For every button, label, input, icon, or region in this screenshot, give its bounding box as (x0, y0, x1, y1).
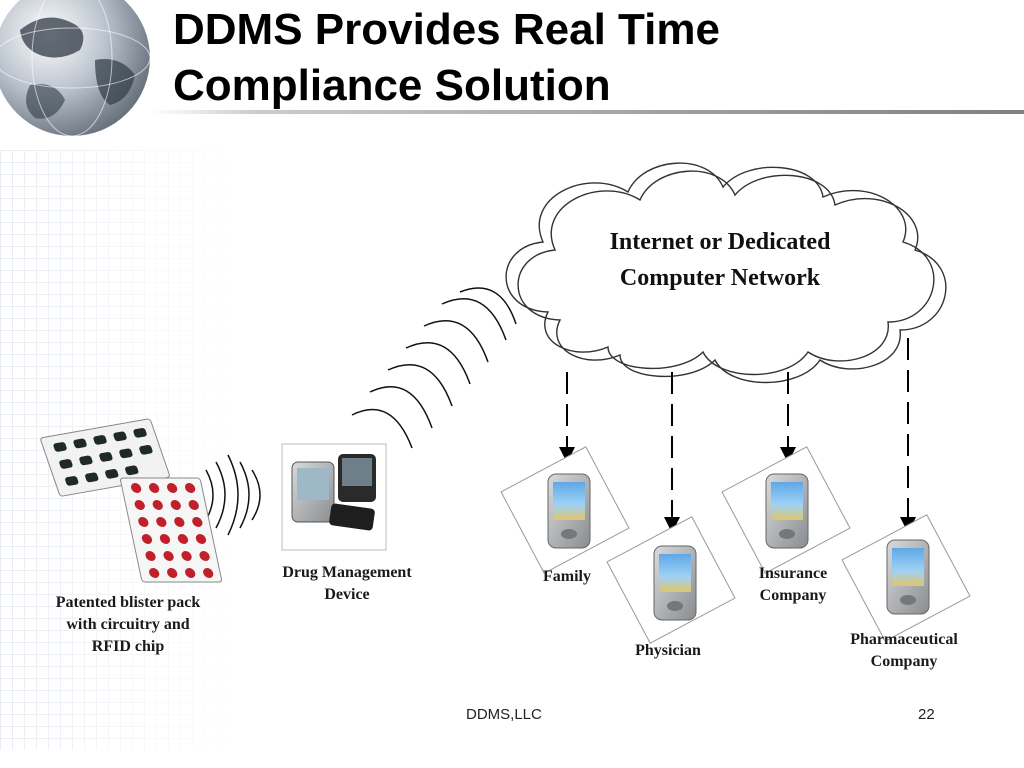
device-label-line-1: Drug Management (282, 564, 412, 581)
slide-title: DDMS Provides Real Time Compliance Solut… (173, 2, 993, 114)
insurance-label-line-1: Insurance (758, 565, 828, 582)
insurance-label-line-2: Company (759, 587, 827, 604)
physician-pda-icon (606, 516, 736, 644)
page-number: 22 (918, 706, 935, 723)
insurance-pda-icon (721, 446, 851, 574)
connection-arrows (559, 338, 916, 533)
globe-icon (0, 0, 150, 137)
device-label-line-2: Device (324, 586, 370, 603)
physician-label-text: Physician (635, 642, 701, 659)
cloud-label: Internet or Dedicated Computer Network (560, 224, 880, 296)
insurance-label: Insurance Company (738, 563, 848, 607)
title-line-1: DDMS Provides Real Time (173, 5, 720, 54)
drug-management-device-icon (281, 443, 387, 551)
pharmaceutical-label-line-2: Company (870, 653, 938, 670)
cloud-label-line-2: Computer Network (619, 265, 821, 291)
wireless-signal-icon (205, 454, 261, 536)
family-label: Family (520, 566, 614, 588)
pharmaceutical-label: Pharmaceutical Company (834, 629, 974, 673)
title-rule (150, 110, 1024, 114)
footer-company: DDMS,LLC (466, 706, 542, 723)
blister-pack-label-line-3: RFID chip (91, 638, 165, 655)
pharmaceutical-label-line-1: Pharmaceutical (850, 631, 958, 648)
family-pda-icon (500, 446, 630, 574)
wireless-signal-icon (351, 287, 517, 449)
device-label: Drug Management Device (262, 562, 432, 606)
blister-pack-label: Patented blister pack with circuitry and… (30, 592, 226, 658)
family-label-text: Family (543, 568, 591, 585)
blister-pack-label-line-1: Patented blister pack (55, 594, 201, 611)
physician-label: Physician (616, 640, 720, 662)
network-cloud (505, 162, 947, 384)
blister-pack-label-line-2: with circuitry and (66, 616, 190, 633)
title-line-2: Compliance Solution (173, 61, 611, 110)
cloud-label-line-1: Internet or Dedicated (609, 229, 831, 255)
blister-pack-icon (40, 418, 223, 583)
pharmaceutical-pda-icon (841, 514, 971, 642)
